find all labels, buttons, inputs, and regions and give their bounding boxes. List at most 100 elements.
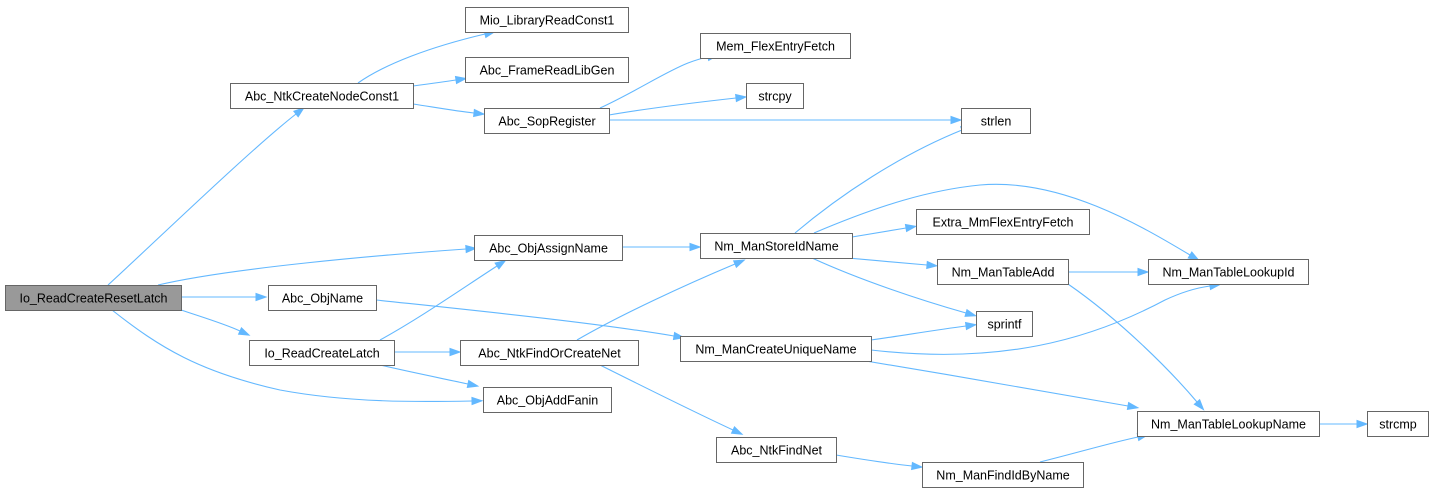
- node-memfef[interactable]: Mem_FlexEntryFetch: [700, 33, 851, 59]
- node-mtli[interactable]: Nm_ManTableLookupId: [1148, 259, 1309, 285]
- node-box: [5, 285, 182, 311]
- node-box: [746, 83, 804, 109]
- node-strcmp[interactable]: strcmp: [1367, 411, 1429, 437]
- node-sprintf[interactable]: sprintf: [976, 311, 1033, 337]
- node-label: Extra_MmFlexEntryFetch: [932, 216, 1073, 230]
- arrow-head: [471, 396, 484, 406]
- node-label: Nm_ManTableLookupName: [1151, 418, 1306, 432]
- call-nodes: Io_ReadCreateResetLatch Abc_NtkCreateNode…: [5, 7, 1429, 488]
- node-label: Abc_SopRegister: [498, 115, 595, 129]
- edge-msin-to-emfef: [851, 223, 918, 238]
- node-box: [700, 33, 851, 59]
- node-box: [976, 311, 1033, 337]
- node-strlen[interactable]: strlen: [961, 108, 1031, 134]
- node-frlg[interactable]: Abc_FrameReadLibGen: [465, 57, 629, 83]
- edge-line: [599, 364, 734, 431]
- edge-line: [412, 103, 475, 114]
- node-fcn[interactable]: Abc_NtkFindOrCreateNet: [460, 340, 639, 366]
- node-box: [1148, 259, 1309, 285]
- edge-line: [412, 79, 457, 87]
- arrow-head: [964, 321, 978, 331]
- node-label: sprintf: [987, 318, 1022, 332]
- edge-line: [375, 299, 675, 337]
- edge-mcun-to-sprintf: [870, 321, 978, 341]
- node-nfn[interactable]: Abc_NtkFindNet: [716, 437, 837, 463]
- edge-mta-to-mtln: [1067, 283, 1205, 411]
- edge-fcn-to-nfn: [599, 364, 744, 435]
- arrow-head: [255, 292, 268, 302]
- node-box: [716, 437, 837, 463]
- edge-root-to-nck1: [107, 106, 306, 286]
- edge-mfibn-to-mtln: [1039, 432, 1150, 463]
- node-root[interactable]: Io_ReadCreateResetLatch: [5, 285, 182, 311]
- node-box: [230, 83, 414, 109]
- node-emfef[interactable]: Extra_MmFlexEntryFetch: [916, 209, 1090, 235]
- node-box: [1367, 411, 1429, 437]
- edge-nck1-to-frlg: [412, 75, 468, 87]
- node-box: [249, 340, 395, 366]
- arrow-head: [730, 425, 744, 435]
- node-box: [937, 259, 1069, 285]
- call-edges: [107, 30, 1369, 471]
- node-box: [916, 209, 1090, 235]
- edge-line: [859, 359, 1129, 407]
- node-label: Abc_ObjAssignName: [489, 242, 608, 256]
- node-oan[interactable]: Abc_ObjAssignName: [474, 235, 623, 261]
- node-box: [1137, 411, 1320, 437]
- edge-line: [379, 364, 469, 385]
- edge-oan-to-msin: [622, 242, 702, 252]
- edge-mcun-to-mtln: [859, 359, 1140, 411]
- node-mio[interactable]: Mio_LibraryReadConst1: [465, 7, 629, 33]
- node-label: Nm_ManTableAdd: [952, 266, 1055, 280]
- node-msin[interactable]: Nm_ManStoreIdName: [700, 233, 853, 259]
- node-label: strlen: [981, 115, 1012, 129]
- node-mfibn[interactable]: Nm_ManFindIdByName: [922, 462, 1084, 488]
- arrow-head: [904, 223, 918, 233]
- edge-line: [357, 33, 486, 84]
- node-label: Nm_ManTableLookupId: [1162, 266, 1294, 280]
- edge-sopreg-to-strcpy: [608, 93, 748, 116]
- node-oaf[interactable]: Abc_ObjAddFanin: [483, 387, 612, 413]
- node-box: [465, 57, 629, 83]
- node-objname[interactable]: Abc_ObjName: [268, 285, 377, 311]
- node-box: [484, 108, 610, 134]
- edge-root-to-oan: [157, 244, 478, 286]
- node-sopreg[interactable]: Abc_SopRegister: [484, 108, 610, 134]
- node-box: [961, 108, 1031, 134]
- arrow-head: [473, 108, 486, 118]
- node-mcun[interactable]: Nm_ManCreateUniqueName: [680, 336, 872, 362]
- arrow-head: [1126, 401, 1140, 411]
- arrow-head: [465, 244, 478, 254]
- node-label: Io_ReadCreateResetLatch: [19, 292, 167, 306]
- node-rcl[interactable]: Io_ReadCreateLatch: [249, 340, 395, 366]
- arrow-head: [964, 308, 978, 317]
- edge-line: [379, 265, 498, 341]
- edge-line: [870, 285, 1211, 355]
- edge-line: [111, 309, 473, 403]
- edge-line: [835, 454, 913, 467]
- node-strcpy[interactable]: strcpy: [746, 83, 804, 109]
- arrow-head: [926, 260, 939, 270]
- node-label: Abc_NtkFindNet: [731, 444, 823, 458]
- node-mtln[interactable]: Nm_ManTableLookupName: [1137, 411, 1320, 437]
- node-box: [700, 233, 853, 259]
- arrow-head: [293, 106, 306, 118]
- edge-fcn-to-msin: [576, 259, 746, 341]
- node-label: strcpy: [758, 90, 792, 104]
- arrow-head: [950, 115, 963, 125]
- edge-line: [608, 97, 737, 116]
- node-label: Abc_NtkCreateNodeConst1: [245, 90, 399, 104]
- arrow-head: [454, 75, 468, 85]
- edge-line: [851, 227, 907, 238]
- edge-nfn-to-mfibn: [835, 454, 924, 471]
- node-label: Abc_ObjAddFanin: [497, 394, 599, 408]
- arrow-head: [1193, 398, 1205, 411]
- node-label: Abc_NtkFindOrCreateNet: [478, 347, 621, 361]
- node-box: [268, 285, 377, 311]
- node-box: [474, 235, 623, 261]
- node-mta[interactable]: Nm_ManTableAdd: [937, 259, 1069, 285]
- node-nck1[interactable]: Abc_NtkCreateNodeConst1: [230, 83, 414, 109]
- node-label: Abc_FrameReadLibGen: [480, 64, 615, 78]
- node-label: Mio_LibraryReadConst1: [480, 14, 615, 28]
- arrow-head: [494, 259, 507, 270]
